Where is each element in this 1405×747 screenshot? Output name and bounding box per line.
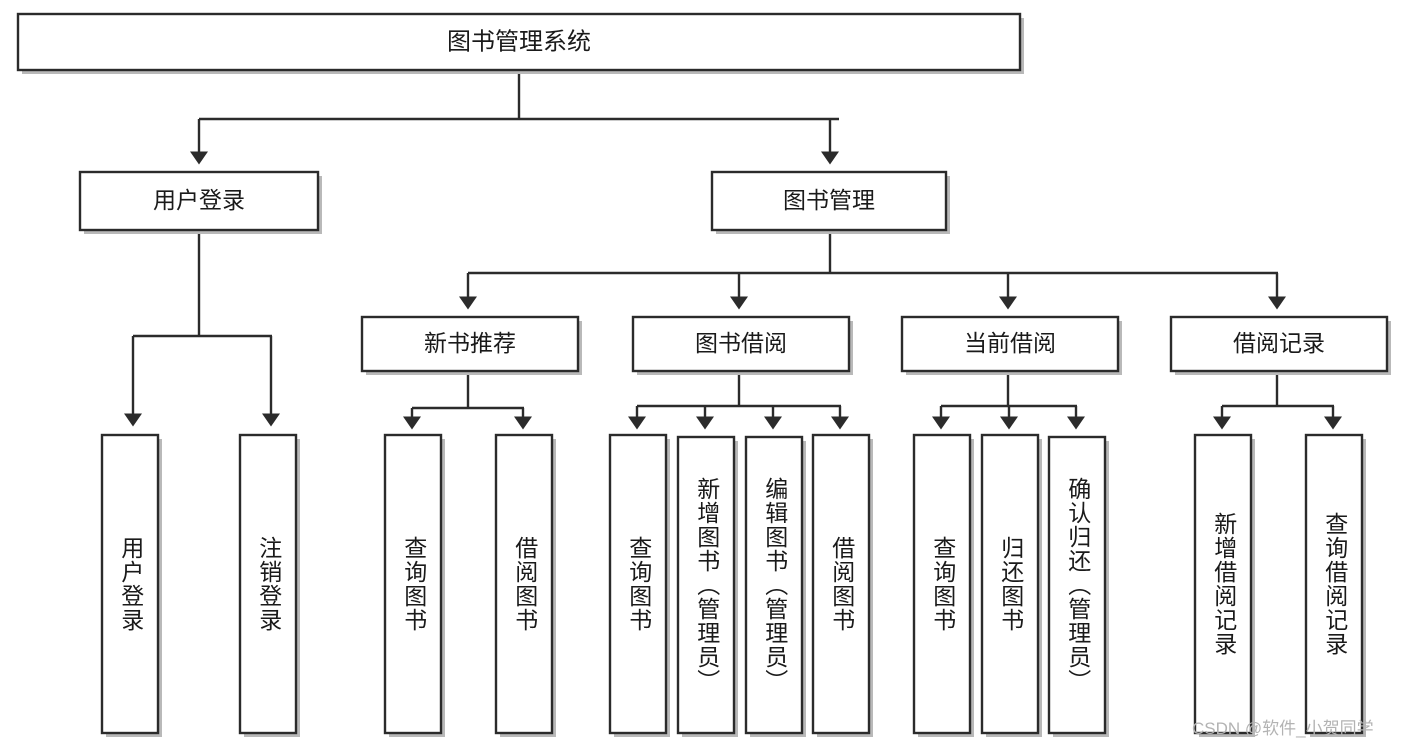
- node-leaf-add-record[interactable]: [1193, 433, 1255, 737]
- node-new-book-rec-label: 新书推荐: [424, 330, 516, 356]
- node-borrow-record[interactable]: 借阅记录: [1169, 315, 1391, 375]
- node-leaf-borrow-book-1[interactable]: [494, 433, 556, 737]
- node-leaf-return-book[interactable]: [980, 433, 1042, 737]
- node-current-borrow[interactable]: 当前借阅: [900, 315, 1122, 375]
- node-user-login[interactable]: 用户登录: [78, 170, 322, 234]
- node-leaf-user-login[interactable]: [100, 433, 162, 737]
- node-book-manage-label: 图书管理: [783, 187, 875, 213]
- node-current-borrow-label: 当前借阅: [964, 330, 1056, 356]
- node-book-manage[interactable]: 图书管理: [710, 170, 950, 234]
- node-leaf-add-book[interactable]: [676, 435, 738, 737]
- connector-layer: [124, 70, 1342, 430]
- node-leaf-logout[interactable]: [238, 433, 300, 737]
- node-root-label: 图书管理系统: [447, 28, 591, 55]
- node-root[interactable]: 图书管理系统: [16, 12, 1024, 74]
- node-leaf-query-book-2[interactable]: [608, 433, 670, 737]
- node-leaf-query-book-3[interactable]: [912, 433, 974, 737]
- node-user-login-label: 用户登录: [153, 187, 245, 213]
- node-leaf-query-record[interactable]: [1304, 433, 1366, 737]
- node-leaf-confirm-return[interactable]: [1047, 435, 1109, 737]
- node-new-book-rec[interactable]: 新书推荐: [360, 315, 582, 375]
- node-leaf-edit-book[interactable]: [744, 435, 806, 737]
- watermark-text: CSDN @软件_小贺同学: [1192, 719, 1374, 738]
- node-leaf-borrow-book-2[interactable]: [811, 433, 873, 737]
- node-borrow-record-label: 借阅记录: [1233, 330, 1325, 356]
- node-book-borrow[interactable]: 图书借阅: [631, 315, 853, 375]
- node-leaf-query-book-1[interactable]: [383, 433, 445, 737]
- node-book-borrow-label: 图书借阅: [695, 330, 787, 356]
